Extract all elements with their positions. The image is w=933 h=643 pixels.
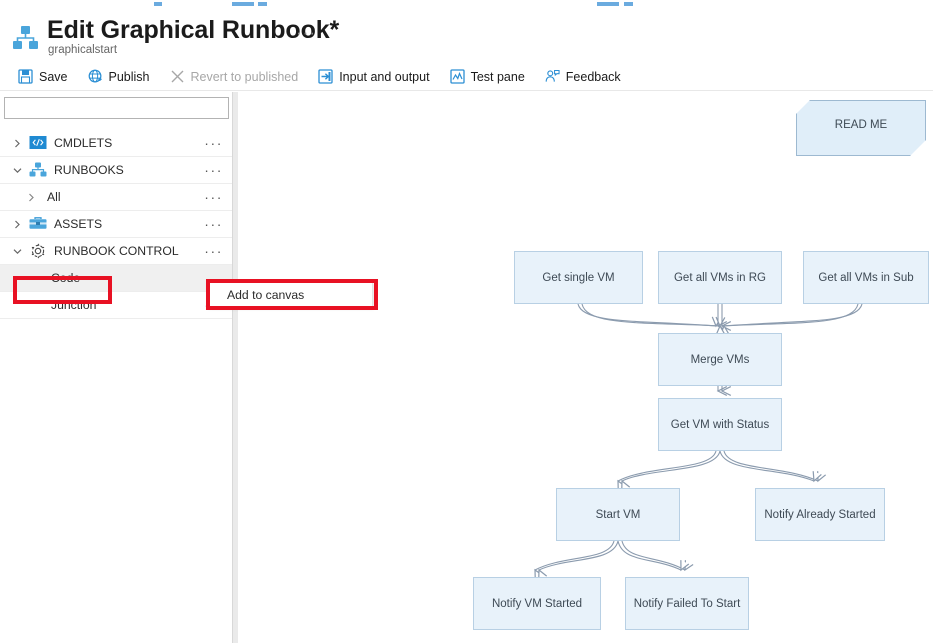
context-menu: Add to canvas	[209, 282, 373, 307]
tree-item-more-menu[interactable]: ···	[204, 189, 223, 205]
canvas-node-label: READ ME	[834, 119, 888, 131]
search-input[interactable]	[4, 97, 229, 119]
input-and-output-button[interactable]: Input and output	[316, 67, 438, 86]
canvas-node-get-all-vms-in-rg[interactable]: Get all VMs in RG	[658, 251, 782, 304]
tree-item-label: All	[47, 190, 61, 204]
hierarchy-icon	[29, 162, 47, 178]
save-icon	[18, 69, 33, 84]
canvas-node-notify-failed-to-start[interactable]: Notify Failed To Start	[625, 577, 749, 630]
canvas-node-label: Notify VM Started	[491, 597, 583, 610]
runbook-canvas[interactable]: READ ME Get single VM Get all VMs in RG …	[238, 92, 933, 643]
revert-to-published-label: Revert to published	[190, 69, 299, 84]
canvas-node-notify-vm-started[interactable]: Notify VM Started	[473, 577, 601, 630]
test-pane-icon	[449, 69, 465, 84]
library-tree: CMDLETS ··· RUNBOOKS ···	[0, 130, 232, 319]
canvas-node-get-vm-with-status[interactable]: Get VM with Status	[658, 398, 782, 451]
canvas-node-get-single-vm[interactable]: Get single VM	[514, 251, 643, 304]
tree-item-more-menu[interactable]: ···	[204, 135, 223, 151]
tree-item-all[interactable]: All ···	[0, 184, 232, 211]
panel-divider	[232, 92, 233, 643]
library-panel: CMDLETS ··· RUNBOOKS ···	[0, 92, 232, 643]
tree-item-label: Code	[51, 271, 81, 285]
command-bar: Save Publish Revert to published	[0, 62, 933, 91]
tree-item-label: ASSETS	[54, 217, 103, 231]
close-x-icon	[170, 69, 185, 84]
tree-item-more-menu[interactable]: ···	[204, 162, 223, 178]
canvas-node-label: Get all VMs in RG	[673, 271, 767, 284]
revert-to-published-button: Revert to published	[168, 67, 308, 86]
menu-item-add-to-canvas[interactable]: Add to canvas	[227, 287, 305, 302]
title-more-menu[interactable]: ···	[296, 23, 316, 42]
runbook-subtitle: graphicalstart	[48, 44, 118, 56]
canvas-node-merge-vms[interactable]: Merge VMs	[658, 333, 782, 386]
save-button[interactable]: Save	[16, 67, 77, 86]
chevron-right-icon[interactable]	[26, 192, 37, 203]
panel-splitter-handle[interactable]	[233, 92, 238, 643]
top-cutoff-fragments	[0, 0, 933, 8]
canvas-node-readme[interactable]: READ ME	[796, 100, 926, 156]
publish-button[interactable]: Publish	[86, 67, 159, 86]
tree-item-code[interactable]: Code	[0, 265, 232, 292]
tree-item-cmdlets[interactable]: CMDLETS ···	[0, 130, 232, 157]
page-header: Edit Graphical Runbook* ··· graphicalsta…	[0, 8, 933, 60]
page-title: Edit Graphical Runbook*	[47, 16, 340, 44]
feedback-button[interactable]: Feedback	[543, 67, 630, 86]
hierarchy-icon	[12, 26, 38, 50]
tree-item-assets[interactable]: ASSETS ···	[0, 211, 232, 238]
canvas-node-label: Notify Already Started	[764, 508, 876, 521]
chevron-right-icon[interactable]	[12, 219, 23, 230]
chevron-down-icon[interactable]	[12, 246, 23, 257]
globe-icon	[88, 69, 103, 84]
tree-item-junction[interactable]: Junction ···	[0, 292, 232, 319]
input-and-output-label: Input and output	[339, 69, 430, 84]
tree-item-more-menu[interactable]: ···	[204, 216, 223, 232]
briefcase-icon	[29, 216, 47, 232]
canvas-node-label: Notify Failed To Start	[633, 597, 741, 610]
tree-item-more-menu[interactable]: ···	[204, 243, 223, 259]
canvas-node-notify-already-started[interactable]: Notify Already Started	[755, 488, 885, 541]
canvas-node-label: Start VM	[595, 508, 641, 521]
canvas-node-start-vm[interactable]: Start VM	[556, 488, 680, 541]
tree-item-label: CMDLETS	[54, 136, 113, 150]
tree-item-label: RUNBOOKS	[54, 163, 124, 177]
code-brackets-icon	[29, 135, 47, 151]
chevron-right-icon[interactable]	[12, 138, 23, 149]
canvas-node-label: Get all VMs in Sub	[818, 271, 914, 284]
tree-item-label: RUNBOOK CONTROL	[54, 244, 179, 258]
flow-edges	[534, 303, 863, 580]
test-pane-label: Test pane	[470, 69, 525, 84]
canvas-node-get-all-vms-in-sub[interactable]: Get all VMs in Sub	[803, 251, 929, 304]
canvas-node-label: Get VM with Status	[670, 418, 770, 431]
feedback-label: Feedback	[565, 69, 621, 84]
gear-icon	[29, 243, 47, 259]
save-label: Save	[39, 69, 68, 84]
tree-item-runbooks[interactable]: RUNBOOKS ···	[0, 157, 232, 184]
input-output-icon	[318, 69, 333, 84]
chevron-down-icon[interactable]	[12, 165, 23, 176]
canvas-node-label: Merge VMs	[690, 353, 750, 366]
test-pane-button[interactable]: Test pane	[448, 67, 534, 86]
canvas-node-label: Get single VM	[542, 271, 615, 284]
tree-item-runbook-control[interactable]: RUNBOOK CONTROL ···	[0, 238, 232, 265]
publish-label: Publish	[108, 69, 150, 84]
feedback-person-icon	[545, 69, 560, 84]
search-field-wrapper	[4, 97, 229, 119]
